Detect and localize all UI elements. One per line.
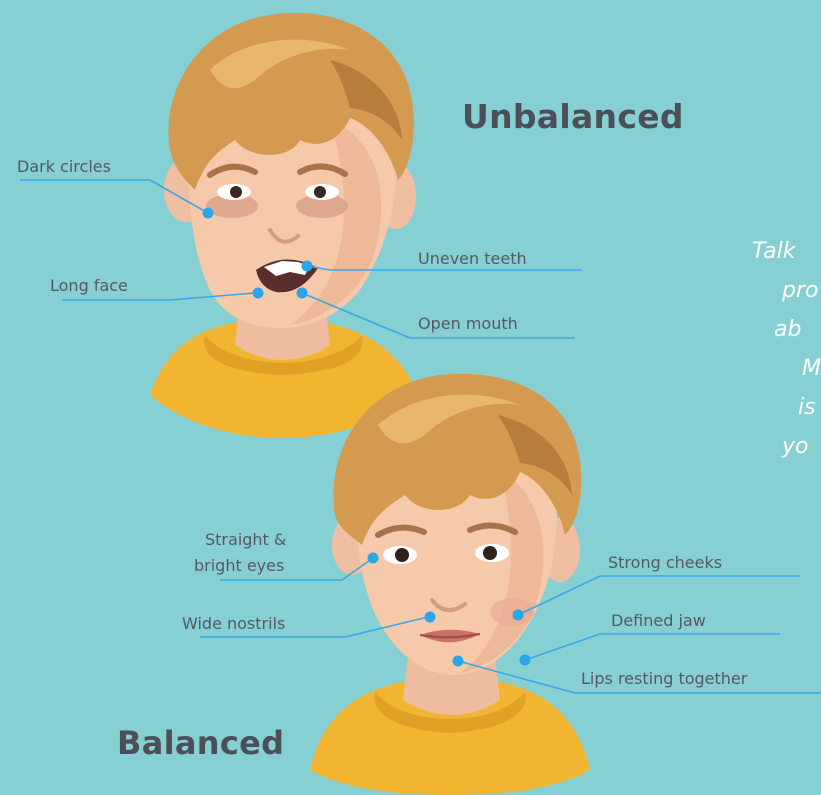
label-open-mouth: Open mouth — [418, 314, 518, 333]
label-lips-resting-together: Lips resting together — [581, 669, 747, 688]
lips-resting-together-dot — [453, 656, 464, 667]
open-mouth-dot — [297, 288, 308, 299]
strong-cheeks-dot — [513, 610, 524, 621]
balanced-right-pupil — [483, 546, 497, 560]
unbalanced-boy-illustration — [150, 13, 418, 438]
dark-circles-dot — [203, 208, 214, 219]
straight-bright-eyes-dot — [368, 553, 379, 564]
label-long-face: Long face — [50, 276, 128, 295]
label-strong-cheeks: Strong cheeks — [608, 553, 722, 572]
uneven-teeth-dot — [302, 261, 313, 272]
label-defined-jaw: Defined jaw — [611, 611, 706, 630]
side-text-line: pro — [752, 271, 821, 310]
label-dark-circles: Dark circles — [17, 157, 111, 176]
label-straight-bright-eyes-line1: Straight & — [205, 530, 286, 549]
side-text-line: yo — [752, 427, 821, 466]
wide-nostrils-dot — [425, 612, 436, 623]
unbalanced-right-pupil — [314, 186, 326, 198]
side-text: Talk pro ab M is yo — [752, 232, 821, 492]
balanced-boy-illustration — [310, 374, 590, 795]
side-text-line: Talk — [752, 232, 821, 271]
defined-jaw-line — [525, 634, 780, 660]
label-wide-nostrils: Wide nostrils — [182, 614, 285, 633]
balanced-heading: Balanced — [117, 724, 284, 762]
unbalanced-left-pupil — [230, 186, 242, 198]
label-uneven-teeth: Uneven teeth — [418, 249, 527, 268]
balanced-left-pupil — [395, 548, 409, 562]
balanced-cheek-blush — [490, 598, 534, 626]
unbalanced-heading: Unbalanced — [462, 97, 684, 136]
label-straight-bright-eyes-line2: bright eyes — [194, 556, 284, 575]
long-face-dot — [253, 288, 264, 299]
side-text-line: is — [752, 388, 821, 427]
defined-jaw-dot — [520, 655, 531, 666]
side-text-line: M — [752, 349, 821, 388]
side-text-line: ab — [752, 310, 821, 349]
